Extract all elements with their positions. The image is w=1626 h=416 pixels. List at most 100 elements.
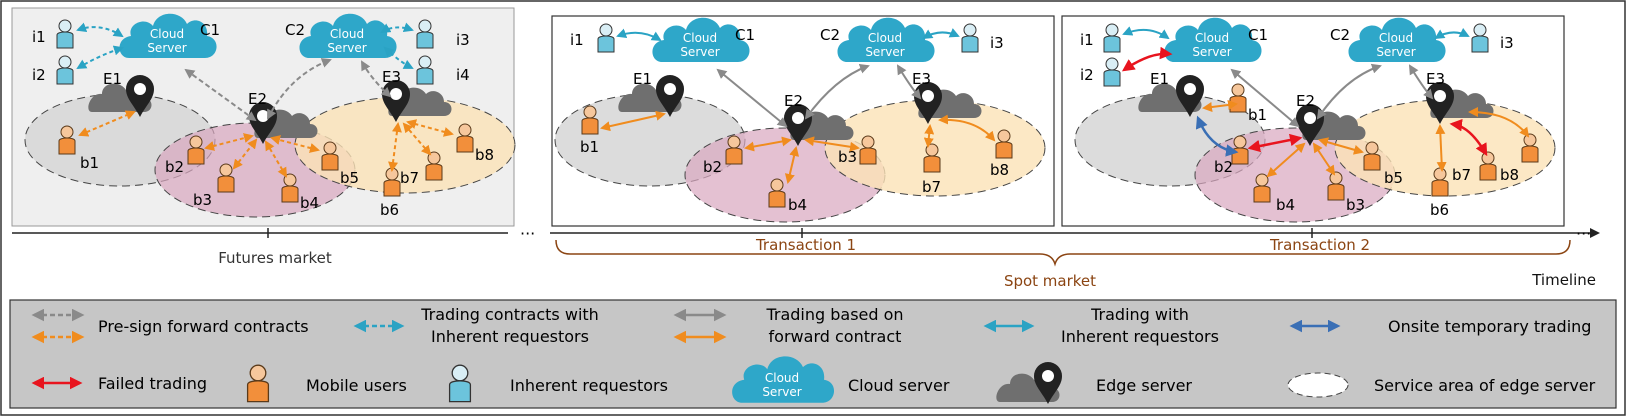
- panel-transaction2: Cloud Server C1 Cloud Server C2 i1 i2 i3…: [1061, 15, 1565, 227]
- label-i1: i1: [570, 31, 584, 49]
- arrow-orange-dashed: [270, 135, 320, 153]
- cloud-label-l1: Cloud: [683, 31, 717, 45]
- legend-service: Service area of edge server: [1287, 372, 1596, 398]
- arrow-teal-dashed: [383, 46, 414, 69]
- mobile-user-b7: [1479, 151, 1497, 181]
- inherent-requestor-i3: [961, 23, 979, 53]
- label-b3: b3: [1346, 196, 1365, 214]
- mobile-user-b8: [995, 129, 1013, 159]
- legend: Pre-sign forward contracts Trading contr…: [9, 299, 1617, 409]
- inherent-requestor-i4: [416, 55, 434, 85]
- service-area-icon: [1287, 372, 1349, 398]
- legend-mobile-label: Mobile users: [306, 376, 407, 395]
- label-e1: E1: [633, 70, 652, 88]
- label-b7: b7: [400, 169, 419, 187]
- legend-cloud-label: Cloud server: [848, 376, 950, 395]
- label-b2: b2: [1214, 158, 1233, 176]
- mobile-user-b4: [768, 178, 786, 208]
- arrow-teal-dashed: [380, 22, 414, 34]
- arrow-orange: [1318, 137, 1364, 155]
- cloud-label-l1: Cloud: [330, 27, 364, 41]
- arrow-gray: [1316, 63, 1382, 120]
- arrow-gray: [804, 64, 870, 120]
- panel-transaction1: Cloud Server C1 Cloud Server C2 i1 i3 E1…: [551, 15, 1055, 227]
- arrow-teal-dashed: [76, 22, 124, 38]
- label-i3: i3: [1500, 34, 1514, 52]
- cloud-label-l1: Cloud: [868, 31, 902, 45]
- label-e1: E1: [1150, 70, 1169, 88]
- label-i2: i2: [1080, 66, 1094, 84]
- mobile-user-b1: [58, 125, 76, 155]
- cloud-label-l2: Server: [147, 41, 186, 55]
- arrow-orange: [923, 124, 935, 148]
- arrow-orange-dashed: [232, 138, 258, 170]
- arrow-orange: [744, 136, 792, 152]
- label-b4: b4: [788, 196, 807, 214]
- label-b4: b4: [1276, 196, 1295, 214]
- legend-failed: Failed trading: [31, 374, 207, 393]
- cloud-server-c2: Cloud Server: [1348, 17, 1446, 62]
- arrow-orange: [1312, 142, 1336, 176]
- timeline-label: Timeline: [1531, 271, 1596, 289]
- label-e3: E3: [382, 68, 401, 86]
- mobile-user-b7: [425, 151, 443, 181]
- label-b1: b1: [1248, 106, 1267, 124]
- mobile-user-b3: [217, 163, 235, 193]
- timeline: ··· ··· Futures market Transaction 1 Tra…: [12, 224, 1600, 290]
- arrow-orange: [1468, 107, 1530, 138]
- mobile-user-b8: [456, 123, 474, 153]
- arrow-gray-dashed: [361, 60, 392, 98]
- mobile-user-b2: [725, 135, 743, 165]
- cloud-label-l2: Server: [762, 385, 801, 399]
- cloud-label-l1: Cloud: [1379, 31, 1413, 45]
- arrow-orange: [1266, 142, 1306, 178]
- mobile-user-icon: [246, 364, 270, 403]
- cloud-server-c2: Cloud Server: [299, 13, 397, 58]
- spot-market-brace: [555, 239, 1571, 267]
- mobile-user-b1: [1229, 83, 1247, 113]
- legend-onsite-label: Onsite temporary trading: [1388, 317, 1591, 336]
- cloud-label-l1: Cloud: [150, 27, 184, 41]
- inherent-requestor-i2: [56, 55, 74, 85]
- label-i4: i4: [456, 66, 470, 84]
- label-c1: C1: [735, 26, 755, 44]
- label-b3: b3: [838, 148, 857, 166]
- label-b5: b5: [340, 169, 359, 187]
- label-e2: E2: [248, 90, 267, 108]
- transaction1-label: Transaction 1: [755, 236, 856, 254]
- arrow-onsite-blue: [1195, 115, 1239, 157]
- timeline-ellipsis: ···: [520, 224, 535, 243]
- inherent-requestor-i1: [597, 23, 615, 53]
- label-i3: i3: [990, 34, 1004, 52]
- mobile-user-b7: [923, 143, 941, 173]
- legend-trading-contracts-l2: Inherent requestors: [431, 327, 589, 346]
- mobile-user-b1: [581, 105, 599, 135]
- mobile-user-b2: [187, 135, 205, 165]
- arrow-orange: [938, 114, 996, 142]
- mobile-user-b4: [281, 173, 299, 203]
- transaction2-label: Transaction 2: [1269, 236, 1370, 254]
- label-b4: b4: [300, 194, 319, 212]
- label-b6: b6: [1430, 201, 1449, 219]
- arrow-orange-dashed: [406, 119, 454, 137]
- label-c2: C2: [1330, 26, 1350, 44]
- cloud-label-l1: Cloud: [765, 371, 799, 385]
- arrow-orange: [804, 136, 860, 152]
- arrow-gray-dashed: [267, 58, 332, 120]
- label-b7: b7: [922, 178, 941, 196]
- legend-trading-forward-l1: Trading based on: [765, 305, 903, 324]
- inherent-requestor-i1: [56, 19, 74, 49]
- label-e2: E2: [1296, 92, 1315, 110]
- label-i3: i3: [456, 31, 470, 49]
- timeline-ellipsis-end: ···: [1576, 224, 1591, 243]
- cloud-server-c1: Cloud Server: [119, 13, 217, 58]
- panel-futures: Cloud Server C1 Cloud Server C2 i1 i2 i3…: [11, 7, 516, 227]
- label-e1: E1: [103, 70, 122, 88]
- label-b1: b1: [580, 138, 599, 156]
- spot-market-label: Spot market: [1004, 272, 1096, 290]
- inherent-requestor-i3: [416, 19, 434, 49]
- mobile-user-b6: [1431, 167, 1449, 197]
- label-e2: E2: [784, 92, 803, 110]
- mobile-user-b5: [321, 141, 339, 171]
